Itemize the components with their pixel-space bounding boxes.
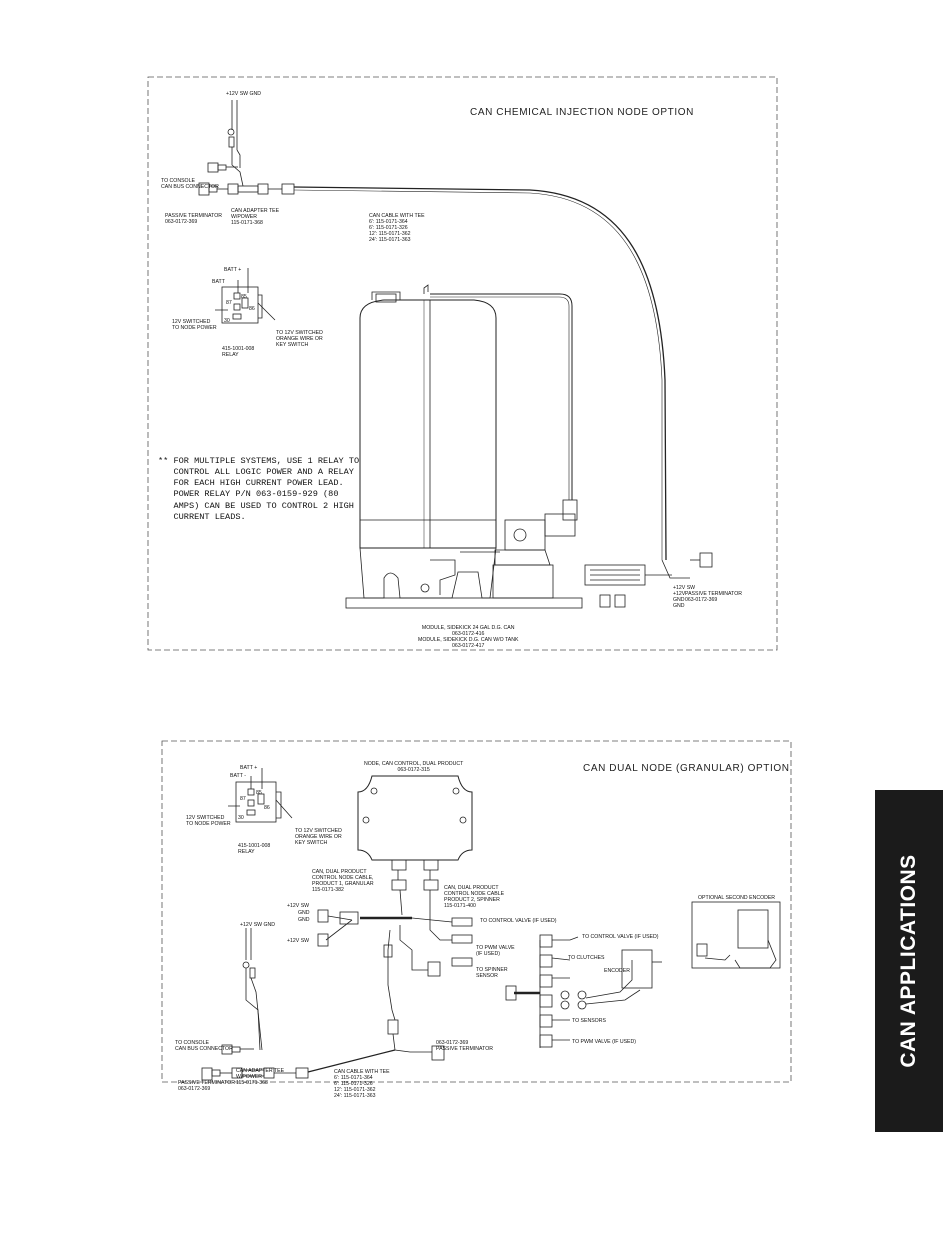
pwr-block-gnd-2: GND xyxy=(298,917,310,923)
relay2-pin-85: 85 xyxy=(256,790,262,796)
to-control-valve-2: TO CONTROL VALVE (IF USED) xyxy=(582,934,659,940)
section-tab: CAN APPLICATIONS xyxy=(875,790,943,1132)
section-tab-label: CAN APPLICATIONS xyxy=(897,854,920,1068)
encoder-label: ENCODER xyxy=(604,968,630,974)
power-lead-label-2: +12V SW GND xyxy=(240,922,276,928)
batt-plus-label-2: BATT + xyxy=(240,765,258,771)
relay2-pin-86: 86 xyxy=(264,805,270,811)
batt-label-2: BATT - xyxy=(230,773,246,779)
diagram2-frame xyxy=(161,740,792,1083)
relay2-pin-87: 87 xyxy=(240,796,246,802)
diagram1-frame xyxy=(147,76,778,651)
relay-pin-85: 85 xyxy=(241,294,247,300)
pwr-block-12v-2: +12V SW xyxy=(287,938,310,944)
to-pwm-valve-1: TO PWM VALVE(IF USED) xyxy=(476,945,515,957)
relay-pin-87: 87 xyxy=(226,300,232,306)
diagram1-title: CAN CHEMICAL INJECTION NODE OPTION xyxy=(470,107,694,118)
pwr-block-12v: +12V SW xyxy=(287,903,310,909)
to-sensors: TO SENSORS xyxy=(572,1018,606,1024)
power-lead-label: +12V SW GND xyxy=(226,91,262,97)
to-control-valve-1: TO CONTROL VALVE (IF USED) xyxy=(480,918,557,924)
relay-pin-30: 30 xyxy=(224,318,230,324)
multiple-systems-note: ** FOR MULTIPLE SYSTEMS, USE 1 RELAY TO … xyxy=(158,455,360,523)
diagram2-title: CAN DUAL NODE (GRANULAR) OPTION xyxy=(583,763,790,774)
batt-plus-label: BATT + xyxy=(224,267,242,273)
batt-label: BATT xyxy=(212,279,225,285)
relay-pin-86: 86 xyxy=(249,306,255,312)
pwr-block-gnd-1: GND xyxy=(298,910,310,916)
to-pwm-valve-2: TO PWM VALVE (IF USED) xyxy=(572,1039,636,1045)
to-clutches: TO CLUTCHES xyxy=(568,955,605,961)
tank-illustration xyxy=(345,284,713,609)
relay2-pin-30: 30 xyxy=(238,815,244,821)
optional-encoder-label: OPTIONAL SECOND ENCODER xyxy=(698,895,776,901)
